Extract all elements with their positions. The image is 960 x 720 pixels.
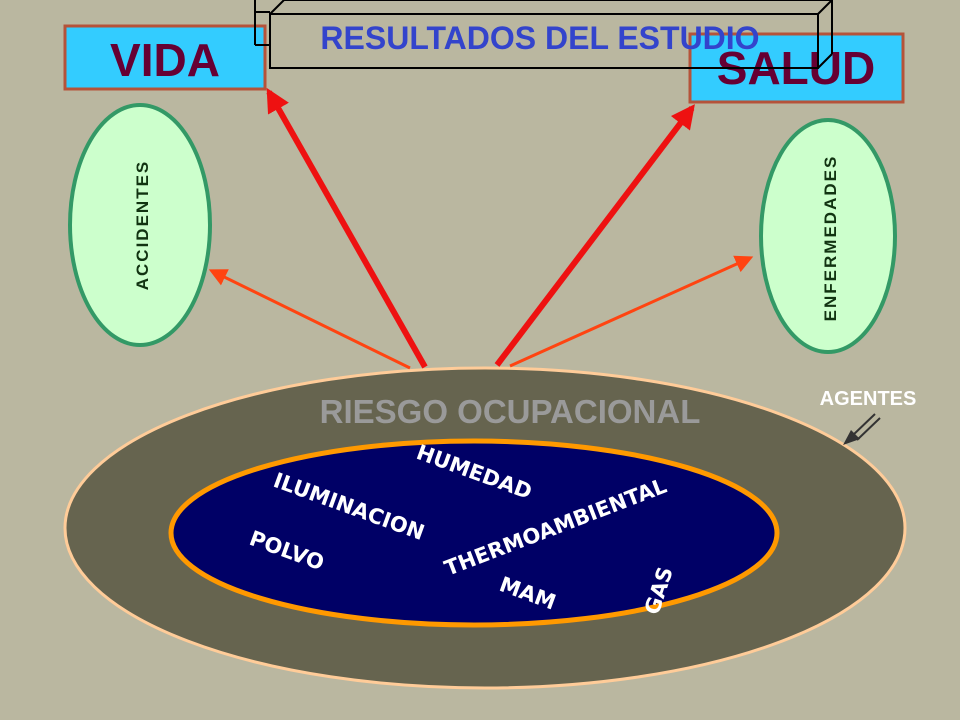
consequence-label-accidentes: ACCIDENTES bbox=[133, 160, 152, 291]
consequence-label-enfermedades: ENFERMEDADES bbox=[821, 155, 840, 322]
consequence-accidentes: ACCIDENTES bbox=[68, 103, 212, 347]
arrow-to-vida bbox=[266, 87, 428, 369]
consequence-enfermedades: ENFERMEDADES bbox=[759, 118, 897, 354]
arrow-to-accidentes bbox=[208, 269, 411, 370]
risk-label: RIESGO OCUPACIONAL bbox=[320, 393, 701, 430]
agentes-label: AGENTES bbox=[820, 388, 917, 410]
outcome-box-vida: VIDA bbox=[63, 24, 267, 91]
slide-title: RESULTADOS DEL ESTUDIO bbox=[320, 20, 759, 56]
arrow-to-salud bbox=[494, 104, 695, 367]
outcome-label-vida: VIDA bbox=[110, 34, 220, 86]
risk-inner-ellipse bbox=[168, 438, 780, 628]
title-box: RESULTADOS DEL ESTUDIO bbox=[254, 0, 833, 69]
arrow-to-enfermedades bbox=[509, 255, 754, 368]
agentes-pointer-arrow bbox=[843, 413, 881, 445]
